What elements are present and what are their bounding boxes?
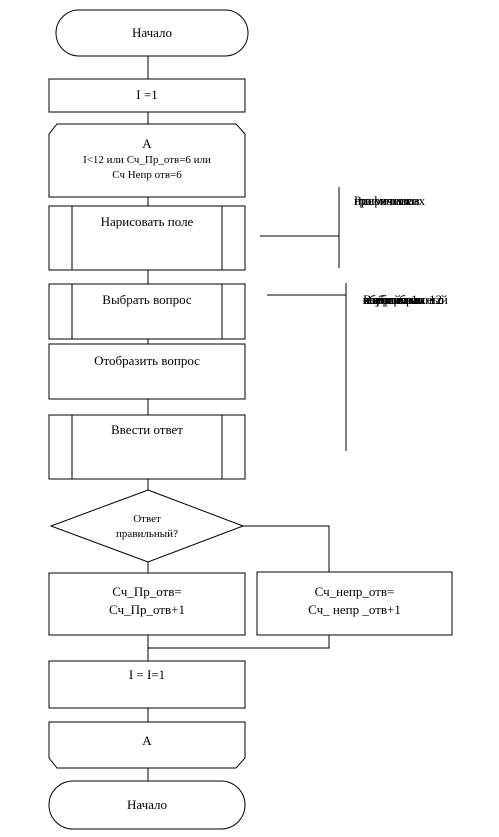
comment-draw-field-line-1: Рисование <box>354 193 412 208</box>
correct-counter-line-2: Сч_Пр_отв+1 <box>109 602 185 617</box>
init-label: I =1 <box>136 87 158 102</box>
comment-choose-question-line-2: случайным <box>363 292 425 307</box>
comment-choose-question-line-6: и отметить его <box>363 292 444 307</box>
connector-no-branch <box>243 525 330 572</box>
comment-choose-question-line-4: вопроса из <box>363 292 423 307</box>
loop-end-label: A <box>142 733 152 748</box>
start-terminator <box>55 9 249 57</box>
comment-draw-field-line-2: графических <box>354 193 426 208</box>
comment-choose-question-line-7: как выбранный <box>363 292 448 307</box>
loop-start-shape <box>48 123 246 198</box>
decision-diamond <box>49 489 245 563</box>
show-question-label: Отобразить вопрос <box>94 353 200 368</box>
wrong-counter-line-2: Сч_ непр _отв+1 <box>308 602 401 617</box>
loop-start-label: A <box>142 136 152 151</box>
draw-field-label: Нарисовать поле <box>100 214 194 229</box>
correct-counter-block <box>48 572 246 636</box>
comment-choose-question-line-5: выбранных 12 <box>363 292 443 307</box>
decision-label-line-2: правильный? <box>116 528 178 540</box>
comment-draw-field-line-3: приметивов <box>354 193 420 208</box>
end-label: Начало <box>126 797 168 812</box>
comment-choose-question-line-3: образом 1 <box>363 292 418 307</box>
init-block <box>48 78 246 113</box>
increment-block <box>48 660 246 709</box>
correct-counter-line-1: Сч_Пр_отв= <box>112 584 182 599</box>
connector-merge <box>148 635 330 649</box>
loop-end-shape <box>48 721 246 769</box>
show-question-block <box>48 343 246 400</box>
loop-condition-line-1: I<12 или Сч_Пр_отв=6 или <box>83 154 211 166</box>
enter-answer-label: Ввести ответ <box>110 422 183 437</box>
start-label: Начало <box>131 25 173 40</box>
enter-answer-block <box>48 414 246 480</box>
draw-field-block <box>48 205 246 271</box>
increment-label: I = I=1 <box>128 667 166 682</box>
loop-condition-line-2: Сч Непр отв=6 <box>112 169 182 181</box>
choose-question-block <box>48 283 246 340</box>
wrong-counter-block <box>256 571 453 636</box>
comment-choose-question-line-1: Выбор <box>363 292 401 307</box>
wrong-counter-line-1: Сч_непр_отв= <box>314 584 395 599</box>
decision-label-line-1: Ответ <box>133 513 161 525</box>
choose-question-label: Выбрать вопрос <box>102 292 192 307</box>
end-terminator <box>48 780 246 830</box>
